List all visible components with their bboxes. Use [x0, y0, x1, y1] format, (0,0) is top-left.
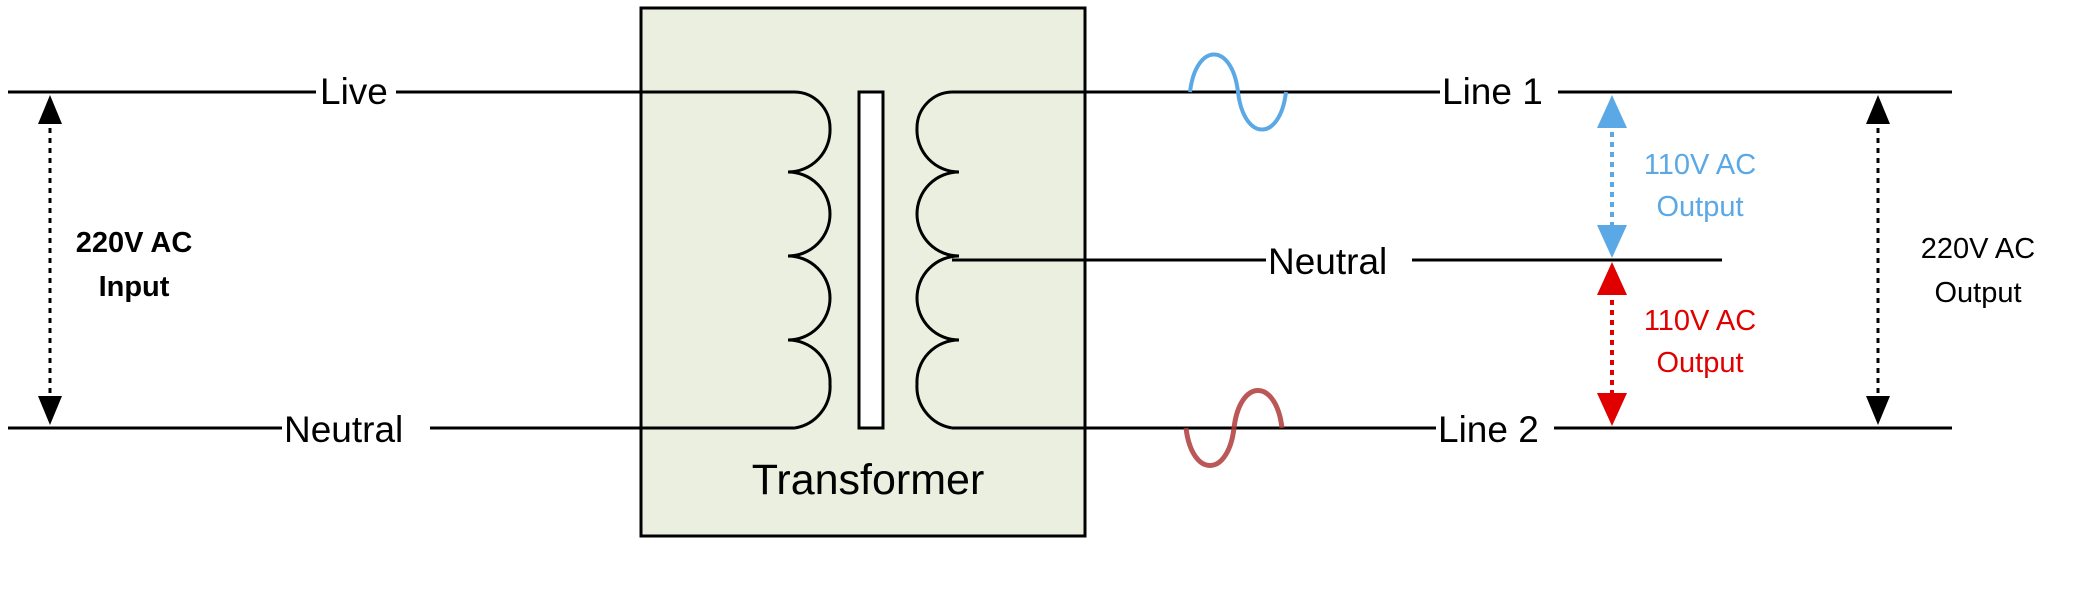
live-label: Live — [320, 71, 388, 112]
lower-output-label-line1: 110V AC — [1644, 305, 1756, 337]
lower-output-label-line2: Output — [1656, 347, 1743, 379]
primary-coil — [787, 90, 832, 430]
secondary-coil — [915, 90, 960, 430]
transformer-core — [857, 90, 885, 430]
upper-output-arrow — [1597, 95, 1627, 258]
transformer-label: Transformer — [752, 456, 985, 504]
total-output-label-line2: Output — [1934, 277, 2021, 309]
input-voltage-label-line2: Input — [99, 271, 170, 303]
input-voltage-label-line1: 220V AC — [76, 227, 193, 259]
upper-output-label-line2: Output — [1656, 191, 1743, 223]
input-voltage-arrow — [38, 95, 62, 425]
input-neutral-label: Neutral — [284, 409, 403, 450]
total-output-label-line1: 220V AC — [1921, 233, 2035, 265]
line1-label: Line 1 — [1442, 71, 1543, 112]
line1-sine-wave — [1188, 52, 1288, 132]
upper-output-label-line1: 110V AC — [1644, 149, 1756, 181]
line2-sine-wave — [1183, 388, 1285, 468]
lower-output-arrow — [1597, 262, 1627, 426]
total-output-arrow — [1866, 95, 1890, 425]
output-neutral-label: Neutral — [1268, 241, 1387, 282]
line2-label: Line 2 — [1438, 409, 1539, 450]
